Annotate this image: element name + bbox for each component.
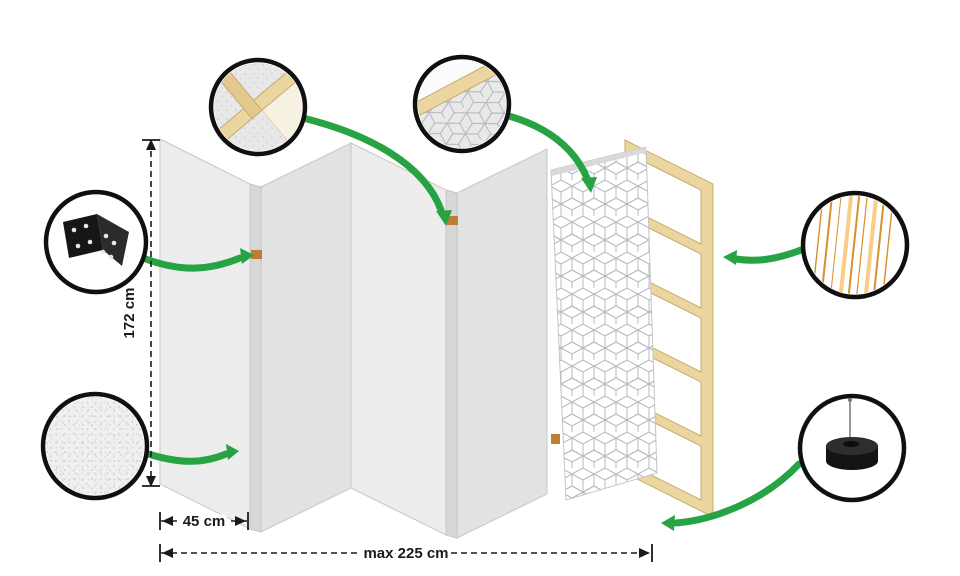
hinge-marker xyxy=(447,216,458,225)
plywood-callout xyxy=(800,190,910,300)
panels-back xyxy=(260,142,548,539)
panel-3 xyxy=(350,142,447,536)
max-width-dimension: max 225 cm xyxy=(159,542,653,566)
arrow-to-foot xyxy=(672,460,803,527)
arrow-head xyxy=(661,515,675,531)
hinge-marker xyxy=(251,250,262,259)
height-label: 172 cm xyxy=(121,288,138,339)
patterned-panel xyxy=(550,146,658,501)
arrow-head xyxy=(436,210,452,226)
panel-fold-edges xyxy=(249,183,458,539)
panel-width-label: 45 cm xyxy=(183,513,226,530)
panel-4 xyxy=(456,148,548,539)
arrow-to-pattern-corner xyxy=(505,112,591,182)
fold-edge-1 xyxy=(249,183,262,533)
arrow-to-plywood xyxy=(732,246,805,264)
fabric-callout xyxy=(40,391,150,501)
patterned-panel-top-edge xyxy=(551,147,647,176)
panel-1 xyxy=(159,138,251,530)
arrow-to-frame-corner xyxy=(299,114,445,214)
wood-texture-icon xyxy=(811,196,895,294)
fold-edge-2 xyxy=(445,189,458,539)
arrow-to-hinge xyxy=(139,254,244,272)
pattern-corner-callout xyxy=(412,54,512,154)
height-dimension: 172 cm xyxy=(118,139,160,487)
arrow-head xyxy=(723,250,737,265)
arrow-head xyxy=(581,177,597,193)
foot-callout xyxy=(797,393,907,503)
panels-front xyxy=(159,138,447,536)
callout-arrows xyxy=(138,112,805,527)
hinge-markers xyxy=(251,216,560,444)
panel-2 xyxy=(260,142,352,533)
hinge-icon xyxy=(63,214,129,266)
foot-icon xyxy=(826,398,878,470)
arrow-to-fabric xyxy=(138,448,230,465)
arrow-head xyxy=(240,248,254,264)
hinge-callout xyxy=(43,189,149,295)
arrow-heads xyxy=(226,177,737,531)
hinge-marker xyxy=(551,434,560,444)
panel-width-dimension: 45 cm xyxy=(159,510,249,534)
arrow-head xyxy=(226,444,239,460)
max-width-label: max 225 cm xyxy=(363,545,448,562)
